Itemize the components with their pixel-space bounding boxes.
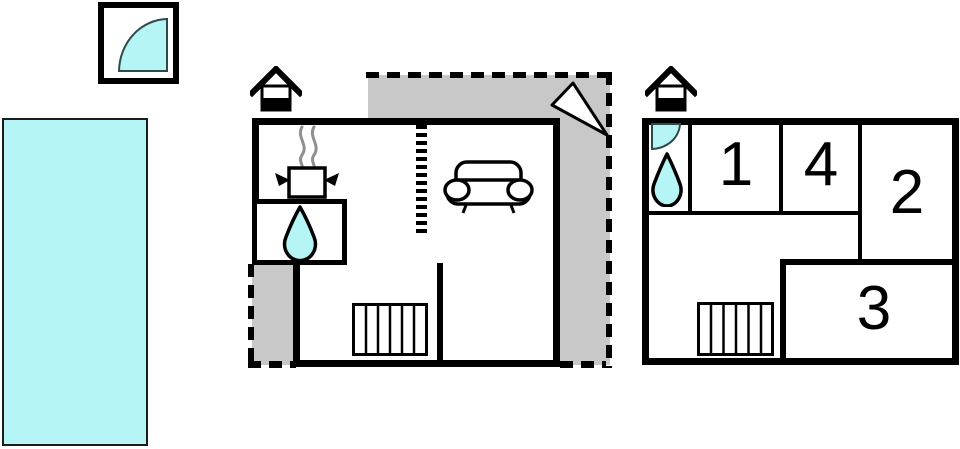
swimming-pool	[2, 118, 148, 446]
terrace-dashed-border-bottom-left	[248, 361, 296, 368]
stairs-icon	[697, 302, 774, 356]
legend-shower-box	[98, 2, 179, 84]
house-icon	[645, 66, 697, 112]
open-partition-dotted-line	[416, 125, 427, 233]
wall-room2-left	[858, 125, 862, 264]
terrace-dashed-border-top	[366, 72, 612, 78]
terrace-area-bottom-left	[252, 262, 296, 365]
room-2-label: 2	[889, 158, 925, 227]
room-1-label: 1	[718, 130, 754, 199]
sofa-icon	[443, 160, 534, 214]
terrace-dashed-border-left	[248, 264, 254, 362]
wall-room3-left	[780, 259, 786, 358]
wall-under-rooms	[649, 211, 862, 215]
room-3-label: 3	[856, 274, 892, 343]
water-drop-icon	[282, 205, 318, 260]
entrance-arrow-icon	[550, 81, 609, 137]
room-4-label: 4	[803, 130, 839, 199]
wall-bottom	[293, 360, 560, 367]
stairs-icon	[352, 303, 428, 356]
terrace-dashed-border-right	[606, 72, 612, 368]
wall-lower-left	[293, 262, 300, 365]
wall-top	[252, 118, 560, 125]
wall-bathroom-right	[688, 125, 692, 215]
terrace-dashed-border-bottom-right	[560, 361, 606, 368]
shower-quarter-circle-icon	[118, 18, 168, 72]
wall-room3-top	[780, 259, 952, 265]
wall-stair-partition	[437, 263, 443, 362]
outer-walls	[642, 118, 959, 365]
wall-right	[553, 118, 560, 367]
water-drop-icon	[651, 152, 683, 207]
wall-room1-room4	[779, 125, 783, 215]
hotplate-pot-steam-icon	[275, 125, 339, 199]
wall-left	[252, 118, 259, 264]
house-icon	[250, 66, 302, 112]
